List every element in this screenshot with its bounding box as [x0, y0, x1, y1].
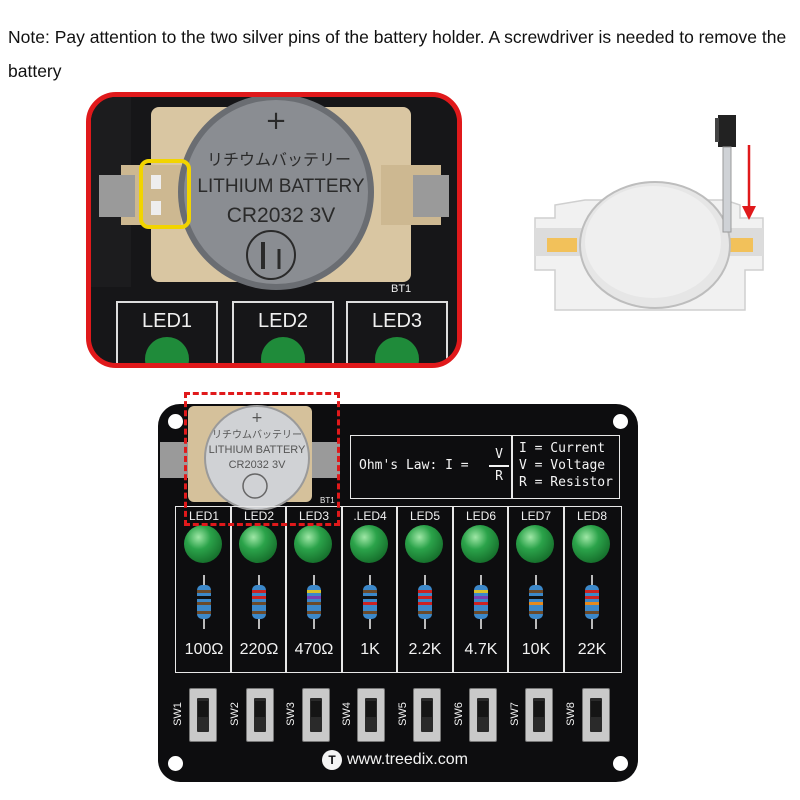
treedix-logo-icon: T: [322, 750, 342, 770]
fraction-numerator: V: [495, 447, 503, 462]
screwdriver-icon: [715, 115, 736, 233]
switch-label: SW6: [453, 702, 465, 726]
led-label: LED6: [465, 509, 497, 523]
resistor-icon: [529, 575, 543, 629]
zoom-led2-label: LED2: [258, 310, 308, 332]
zoom-led3-label: LED3: [372, 310, 422, 332]
slide-switch[interactable]: [525, 688, 553, 742]
led-green-icon: [184, 525, 222, 563]
fraction-denominator: R: [495, 468, 503, 484]
led-column: LED7 10K: [508, 507, 564, 672]
led-label: LED2: [243, 509, 275, 523]
led-green-icon: [461, 525, 499, 563]
battery-model-label: CR2032 3V: [227, 204, 336, 227]
led-green-icon: [405, 525, 443, 563]
switch-label: SW4: [341, 702, 353, 726]
note-text: Note: Pay attention to the two silver pi…: [8, 27, 787, 81]
mount-hole: [613, 756, 628, 771]
resistor-icon: [252, 575, 266, 629]
led-label: LED7: [520, 509, 552, 523]
led-label: .LED4: [353, 509, 387, 523]
led-column: LED3 470Ω: [286, 507, 342, 672]
ohms-law-text: Ohm's Law: I =: [359, 458, 469, 473]
battery-highlight-dashed-box: [184, 392, 340, 526]
battery-zoom-photo: + リチウムバッテリー LITHIUM BATTERY CR2032 3V BT…: [86, 92, 462, 368]
resistor-value: 220Ω: [239, 641, 279, 658]
led-column: LED2 220Ω: [231, 507, 287, 672]
led-label: LED3: [298, 509, 330, 523]
led-column: LED1 100Ω: [176, 507, 232, 672]
battery-plus: +: [265, 106, 287, 136]
resistor-value: 4.7K: [464, 641, 498, 658]
resistor-icon: [363, 575, 377, 629]
switch-label: SW2: [229, 702, 241, 726]
board-battery: + リチウムバッテリー LITHIUM BATTERY CR2032 3V BT…: [160, 405, 340, 510]
slide-switch[interactable]: [582, 688, 610, 742]
led-column: LED8 22K: [564, 507, 620, 672]
slide-switch[interactable]: [413, 688, 441, 742]
resistor-icon: [307, 575, 321, 629]
brand-url: www.treedix.com: [347, 751, 468, 768]
led-green-icon: [350, 525, 388, 563]
mount-hole: [168, 756, 183, 771]
led-green-icon: [239, 525, 277, 563]
resistor-value: 2.2K: [408, 641, 442, 658]
board-battery-type: LITHIUM BATTERY: [209, 444, 306, 456]
board-battery-japanese: リチウムバッテリー: [212, 429, 302, 441]
led-column: LED6 4.7K: [453, 507, 509, 672]
ohms-law-box: Ohm's Law: I = V R I = Current V = Volta…: [350, 435, 620, 499]
slide-switch[interactable]: [302, 688, 330, 742]
resistor-icon: [585, 575, 599, 629]
battery-type-label: LITHIUM BATTERY: [197, 176, 364, 197]
led-label: LED8: [576, 509, 608, 523]
variable-definitions: I = Current V = Voltage R = Resistor: [519, 440, 613, 491]
led-column: .LED4 1K: [342, 507, 398, 672]
switch-label: SW3: [285, 702, 297, 726]
switch-label: SW5: [397, 702, 409, 726]
slide-switch[interactable]: [246, 688, 274, 742]
mount-hole: [168, 414, 183, 429]
led-green-icon: [294, 525, 332, 563]
board-battery-plus: +: [251, 410, 263, 426]
resistor-value: 10K: [521, 641, 551, 658]
battery-japanese-label: リチウムバッテリー: [207, 150, 351, 169]
mount-hole: [613, 414, 628, 429]
resistor-icon: [474, 575, 488, 629]
switch-label: SW1: [172, 702, 184, 726]
board-battery-model: CR2032 3V: [229, 459, 287, 471]
pin-highlight-box: [139, 159, 191, 229]
battery-removal-diagram: [525, 110, 770, 320]
def-resistor: R = Resistor: [519, 475, 613, 490]
zoom-led1-label: LED1: [142, 310, 192, 332]
battery-zoom-illustration: + リチウムバッテリー LITHIUM BATTERY CR2032 3V BT…: [91, 97, 457, 363]
bt1-label: BT1: [391, 283, 411, 295]
led-resistor-frame: LED1 100Ω LED2 220Ω LED3 470Ω .LED4 1K L…: [175, 506, 622, 673]
resistor-icon: [418, 575, 432, 629]
recycle-child-icon: [246, 230, 296, 280]
slide-switch[interactable]: [189, 688, 217, 742]
led-label: LED5: [409, 509, 441, 523]
switch-label: SW7: [509, 702, 521, 726]
led-label: LED1: [188, 509, 220, 523]
ohms-law-fraction: V R: [489, 446, 509, 486]
led-column: LED5 2.2K: [397, 507, 453, 672]
removal-illustration: [534, 115, 764, 311]
resistor-value: 470Ω: [294, 641, 334, 658]
led-green-icon: [516, 525, 554, 563]
led-green-icon: [572, 525, 610, 563]
resistor-value: 100Ω: [184, 641, 224, 658]
resistor-icon: [197, 575, 211, 629]
def-voltage: V = Voltage: [519, 458, 606, 473]
slide-switch[interactable]: [357, 688, 385, 742]
slide-switch[interactable]: [469, 688, 497, 742]
resistor-value: 22K: [577, 641, 607, 658]
def-current: I = Current: [519, 441, 606, 456]
switch-label: SW8: [565, 702, 577, 726]
board-bt1-label: BT1: [320, 496, 335, 505]
resistor-value: 1K: [360, 641, 380, 658]
brand-footer: T www.treedix.com: [322, 750, 468, 770]
